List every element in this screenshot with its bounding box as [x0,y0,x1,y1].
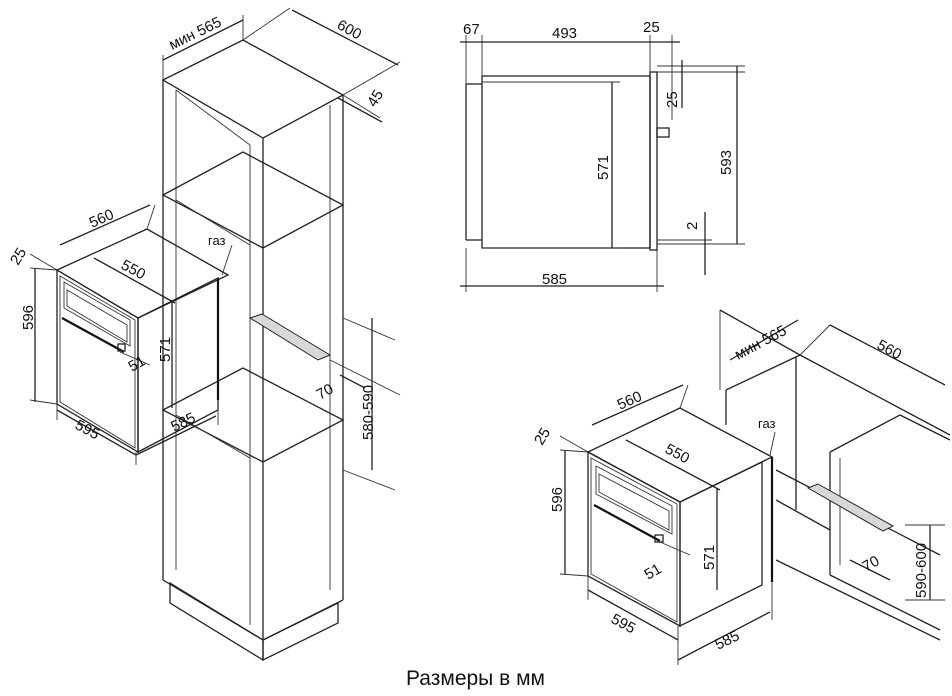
units-caption: Размеры в мм [406,667,545,690]
oven-left: 560 550 25 596 газ 571 51 595 585 [7,204,233,465]
oven-right-handle-depth: 51 [642,560,665,583]
oven-left-body-depth: 585 [168,409,198,435]
side-total-height: 593 [718,150,735,175]
cabinet-niche-height: 580-590 [360,385,377,440]
oven-left-gas-label: газ [208,233,226,248]
side-rear-offset: 25 [643,19,660,36]
oven-right-body-depth: 585 [712,627,742,653]
oven-right-gas-label: газ [758,416,776,431]
oven-right-width-top: 560 [615,388,645,414]
side-bottom-gap: 2 [684,222,701,230]
cabinet-depth: 600 [334,17,364,44]
oven-right-depth-top: 550 [662,441,692,468]
oven-left-front-height: 596 [20,305,37,330]
undercounter-depth-min: мин 565 [732,322,790,363]
side-total-depth: 585 [542,271,567,288]
undercounter-niche-height: 590-600 [913,543,930,598]
side-top-offset: 25 [664,91,681,108]
cabinet-vent-depth: 70 [314,380,337,403]
undercounter-cabinet: мин 565 560 590-600 70 [719,309,951,641]
oven-left-front-offset: 25 [7,245,30,268]
undercounter-vent-depth: 70 [860,552,883,575]
oven-right-front-height: 596 [549,487,566,512]
oven-right-front-offset: 25 [531,425,554,448]
oven-side-view: 67 493 25 25 571 593 2 585 [460,19,745,292]
oven-right-front-width: 595 [608,611,638,638]
cabinet-back-gap: 45 [364,87,387,110]
oven-right: 560 550 25 596 газ 571 51 595 585 [531,384,776,665]
undercounter-depth: 560 [874,337,904,364]
oven-left-body-height: 571 [157,337,174,362]
oven-left-width-top: 560 [87,206,117,232]
oven-left-depth-top: 550 [118,257,148,284]
tall-cabinet: мин 565 600 45 70 580-590 [161,7,401,662]
side-body-length: 493 [552,25,577,42]
side-front-thickness: 67 [463,21,480,38]
side-body-height: 571 [595,155,612,180]
oven-left-handle-depth: 51 [126,352,149,375]
oven-right-body-height: 571 [701,545,718,570]
